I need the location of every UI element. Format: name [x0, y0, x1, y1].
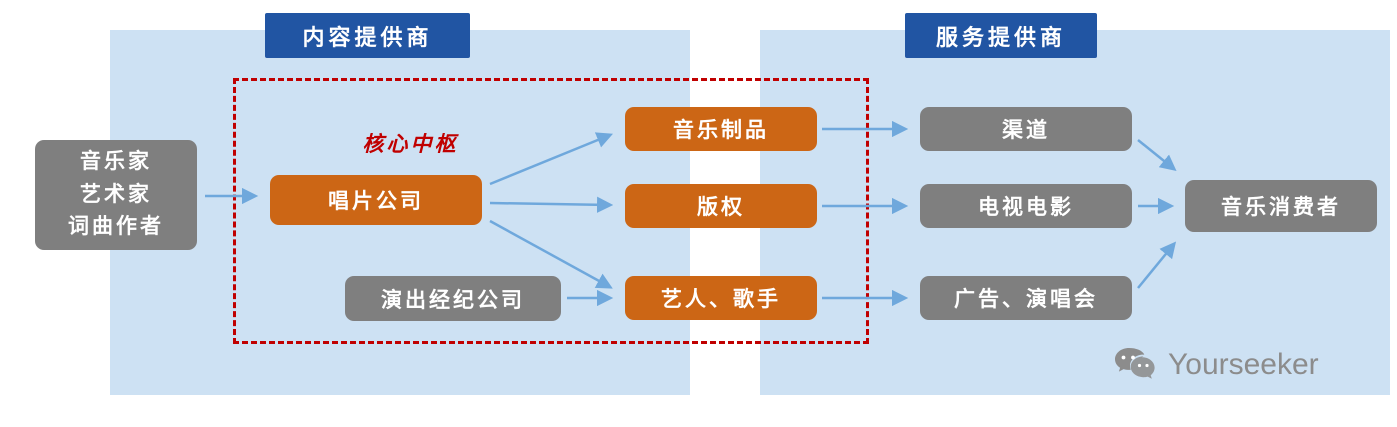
node-creators-line3: 词曲作者: [68, 215, 164, 239]
wechat-icon: [1115, 348, 1155, 379]
node-creators: 音乐家 艺术家 词曲作者: [35, 140, 197, 250]
node-ads-concerts: 广告、演唱会: [920, 276, 1132, 320]
header-content-provider: 内容提供商: [265, 13, 470, 58]
watermark: Yourseeker: [1112, 345, 1319, 385]
node-artists-singers: 艺人、歌手: [625, 276, 817, 320]
watermark-text: Yourseeker: [1168, 348, 1319, 381]
header-service-provider: 服务提供商: [905, 13, 1097, 58]
core-hub-label: 核心中枢: [362, 133, 459, 156]
node-creators-line2: 艺术家: [80, 182, 152, 206]
node-copyright: 版权: [625, 184, 817, 228]
node-music-products: 音乐制品: [625, 107, 817, 151]
node-channels: 渠道: [920, 107, 1132, 151]
node-consumers: 音乐消费者: [1185, 180, 1377, 232]
node-performance-agency: 演出经纪公司: [345, 276, 561, 321]
node-creators-line1: 音乐家: [80, 150, 152, 174]
node-tv-movies: 电视电影: [920, 184, 1132, 228]
core-hub-frame: [233, 78, 869, 344]
node-record-company: 唱片公司: [270, 175, 482, 225]
